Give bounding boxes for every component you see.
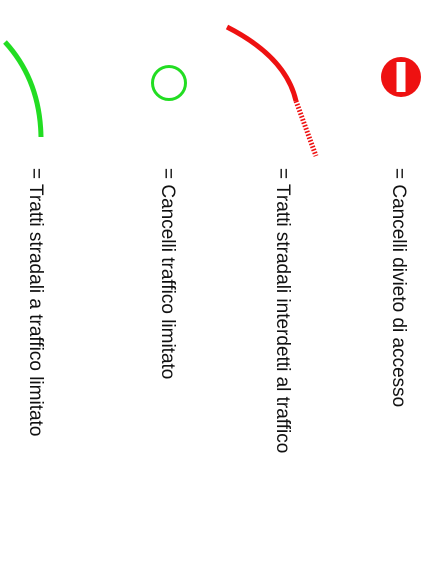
legend-label-closed-road-sections: = Tratti stradali interdetti al traffico <box>272 168 293 454</box>
legend-label-limited-traffic-road-sections: = Tratti stradali a traffico limitato <box>25 168 46 437</box>
no-entry-icon <box>381 57 421 97</box>
green-circle-icon <box>151 65 187 101</box>
legend-label-limited-traffic-gates: = Cancelli traffico limitato <box>157 168 178 380</box>
red-curved-line-icon <box>225 24 319 157</box>
green-curved-line-icon <box>3 40 44 138</box>
legend-label-no-access-gates: = Cancelli divieto di accesso <box>388 168 409 408</box>
